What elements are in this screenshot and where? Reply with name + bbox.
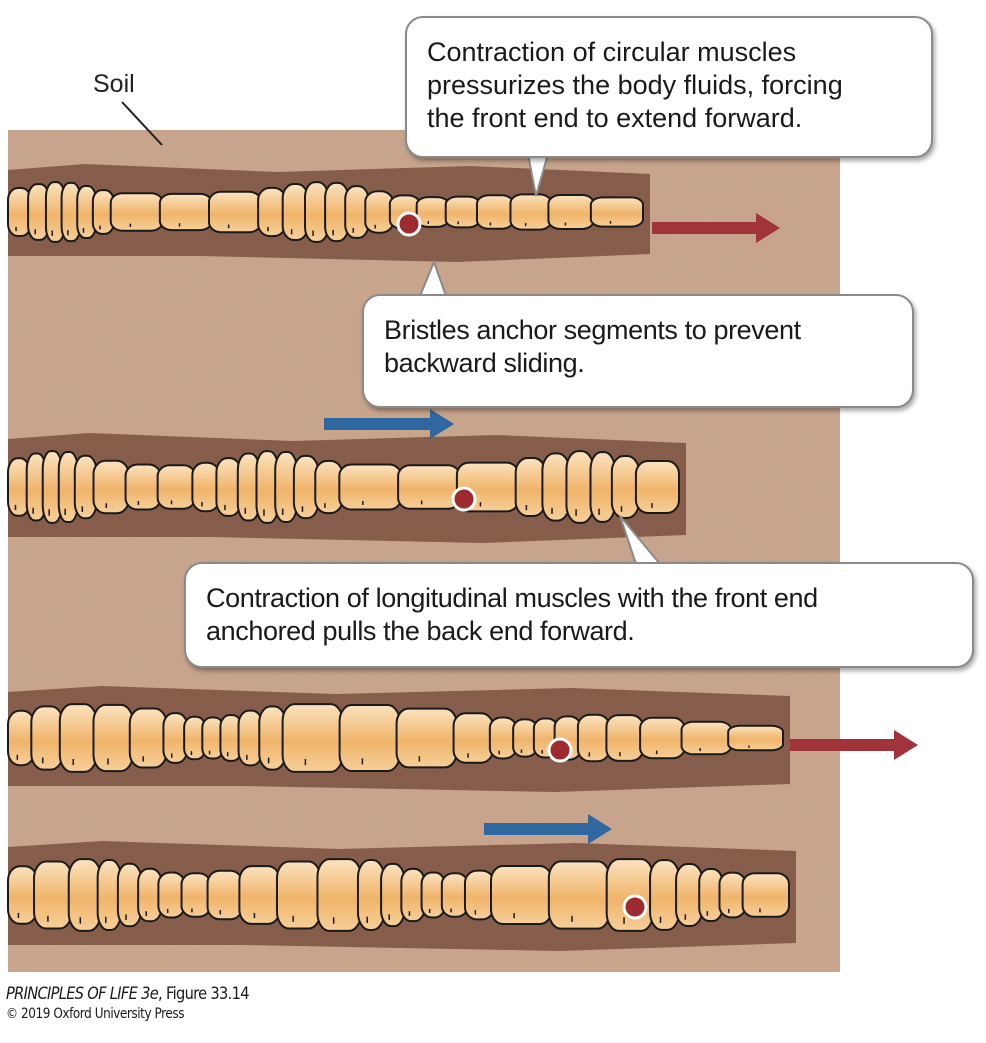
worm-segment (547, 194, 595, 230)
worm-segment (33, 860, 73, 930)
worm-segment (489, 864, 553, 926)
worm-segment (257, 186, 287, 238)
callout-bristles: Bristles anchor segments to prevent back… (362, 294, 914, 408)
front-movement-arrow (652, 213, 780, 243)
worm-segment (7, 865, 39, 925)
caption-title: PRINCIPLES OF LIFE 3e, Figure 33.14 (6, 984, 250, 1004)
worm-segment (415, 196, 450, 228)
worm-segment (444, 195, 481, 229)
figure-caption: PRINCIPLES OF LIFE 3e, Figure 33.14 © 20… (6, 984, 288, 1022)
front-movement-arrow (790, 730, 918, 760)
worm-segment (158, 192, 213, 232)
callout-line: Contraction of longitudinal muscles with… (206, 583, 818, 613)
segment-marker (396, 211, 422, 237)
soil-texture (8, 130, 840, 972)
soil-leader-line (121, 101, 163, 146)
callout-line: anchored pulls the back end forward. (206, 616, 635, 646)
copyright: © 2019 Oxford University Press (6, 1006, 185, 1022)
worm-segment (207, 190, 263, 234)
worm-segment (589, 196, 645, 228)
worm-segment (541, 452, 571, 522)
worm-segment (281, 703, 344, 773)
figure-ref: , Figure 33.14 (158, 984, 249, 1004)
worm-segment (338, 463, 403, 511)
worm-segment (634, 459, 680, 515)
worm-segment (547, 860, 611, 930)
callout-line: Contraction of circular muscles (427, 37, 797, 67)
worm-segment (338, 703, 401, 773)
worm-segment (395, 707, 458, 769)
worm-segment (92, 703, 134, 773)
worm-segment (30, 705, 64, 771)
worm-stage-front-extends (7, 164, 780, 262)
worm-segment (124, 463, 162, 511)
worm-segment (565, 450, 595, 524)
worm-segment (741, 872, 791, 918)
segment-marker (622, 894, 648, 920)
worm-segment (364, 190, 394, 234)
segment-marker (451, 486, 477, 512)
worm-segment (576, 713, 611, 763)
worm-segment (463, 869, 495, 921)
worm-stage-back-pulled-again (7, 814, 796, 951)
back-movement-arrow (484, 814, 612, 844)
worm-stage-back-pulled (7, 409, 686, 543)
soil-label: Soil (93, 70, 135, 98)
worm-segment (452, 712, 494, 764)
callout-longitudinal-muscles: Contraction of longitudinal muscles with… (184, 562, 974, 668)
book-title: PRINCIPLES OF LIFE 3e (6, 984, 159, 1004)
callout-circular-muscles: Contraction of circular muscles pressuri… (405, 16, 933, 158)
worm-segment (314, 459, 344, 515)
worm-segment (514, 456, 547, 518)
worm-segment (58, 703, 98, 773)
worm-segment (275, 860, 322, 930)
worm-segment (727, 724, 785, 752)
callout-line: the front end to extend forward. (427, 103, 803, 133)
worm-segment (605, 714, 645, 762)
callout-line: Bristles anchor segments to prevent (384, 315, 801, 345)
worm-segment (316, 858, 362, 932)
worm-segment (397, 464, 461, 510)
worm-stage-front-extends-again (7, 686, 918, 792)
worm-segment (610, 455, 640, 519)
worm-segment (191, 461, 221, 513)
worm-segment (238, 865, 281, 925)
worm-segment (156, 464, 197, 510)
callout-line: backward sliding. (384, 348, 585, 378)
back-movement-arrow (324, 409, 454, 439)
worm-segment (649, 859, 681, 931)
worm-segment (475, 194, 515, 230)
worm-segment (109, 192, 164, 232)
segment-marker (547, 737, 573, 763)
worm-segment (128, 707, 168, 769)
worm-segment (605, 858, 655, 932)
worm-segment (67, 858, 102, 932)
worm-segment (509, 193, 553, 231)
worm-segment (639, 716, 686, 760)
worm-segment (180, 872, 212, 918)
worm-segment (680, 720, 733, 756)
worm-segment (92, 459, 130, 515)
callout-line: pressurizes the body fluids, forcing (427, 70, 843, 100)
worm-segment (206, 869, 244, 921)
